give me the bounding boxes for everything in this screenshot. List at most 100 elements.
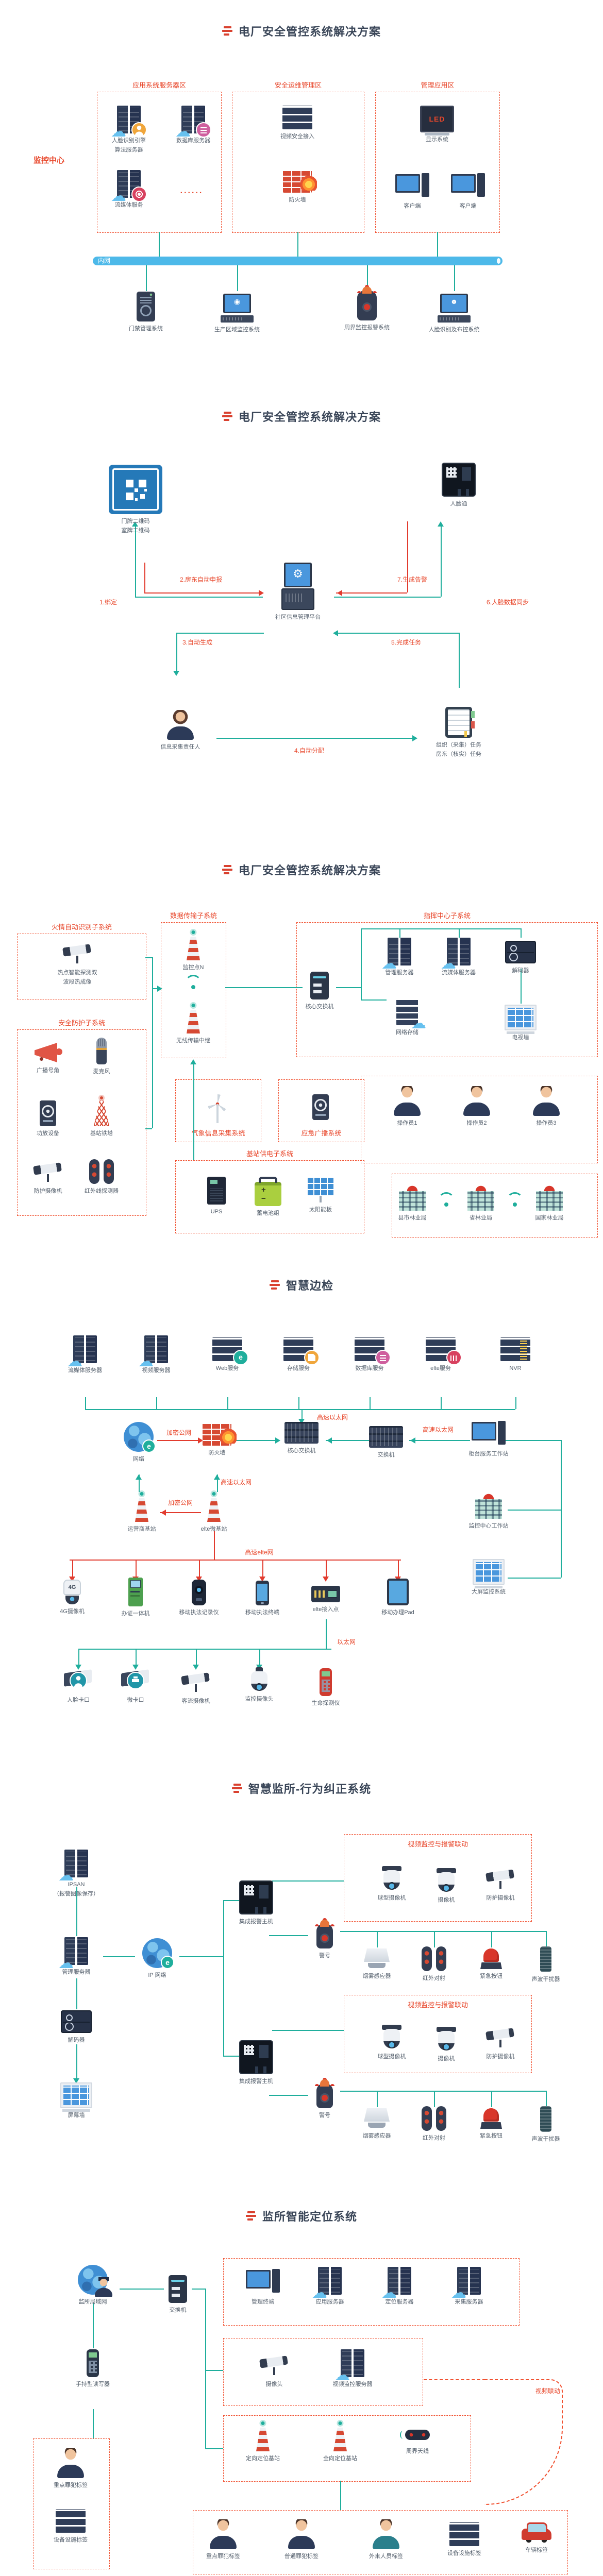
handheld-icon [87, 2349, 99, 2377]
siren-icon [316, 2083, 333, 2108]
device-node: 显示系统 [406, 106, 468, 145]
device-label: 显示系统 [426, 137, 448, 143]
device-label: 客户端 [459, 203, 477, 209]
connector-line [85, 1397, 86, 1409]
connector-line [192, 2289, 205, 2290]
zone-label: 视频监控与报警联动 [407, 1840, 468, 1848]
device-node: 生命探测仪 [295, 1668, 357, 1708]
device-node: 摄像机 [415, 1868, 477, 1905]
infra-icon [422, 1946, 446, 1971]
annotation-label: 以太网 [337, 1638, 356, 1646]
zone-box [193, 2510, 568, 2574]
device-node: 网络存储 [376, 998, 438, 1038]
device-node: 防护摄像机 [470, 2026, 531, 2062]
device-label: 基站铁塔 [90, 1130, 113, 1137]
batt-icon [255, 1182, 281, 1206]
device-node: 手持型读写器 [62, 2349, 124, 2389]
device-label: 客流摄像机 [181, 1698, 210, 1704]
device-node: 客流摄像机 [165, 1670, 227, 1706]
srvc-icon [111, 106, 147, 140]
device-node: 视频服务器 [125, 1335, 187, 1376]
connector-line [237, 265, 238, 291]
annotation-label: 高速以太网 [220, 1479, 252, 1486]
turb-icon [204, 1093, 231, 1123]
device-node: 流媒体服务 [98, 170, 160, 210]
device-node: 定位服务器 [368, 2267, 430, 2307]
device-node: 集成报警主机 [225, 2040, 287, 2087]
connector-line [377, 1931, 378, 1947]
device-label: 防火墙 [289, 197, 306, 203]
device-node: 周界监控报警系统 [336, 291, 398, 333]
swr-icon [284, 1422, 319, 1444]
connector-line [361, 999, 387, 1001]
device-node: 麦克风 [71, 1038, 132, 1077]
e-badge-icon [233, 1350, 248, 1365]
device-node: 周界天线 [387, 2426, 448, 2456]
device-label: 微卡口 [127, 1697, 144, 1703]
accr-icon [137, 292, 155, 321]
connector-line [340, 2091, 546, 2092]
device-label: 生命探测仪 [311, 1700, 340, 1706]
device-label: 大屏监控系统 [472, 1589, 506, 1595]
device-node: NVR [484, 1337, 546, 1374]
bullet-icon [485, 2026, 516, 2049]
bldg-icon [474, 1491, 503, 1519]
dome-icon [437, 2027, 456, 2052]
connector-line [146, 265, 147, 291]
zone-box [392, 1174, 598, 1238]
kiosk-icon [128, 1578, 143, 1606]
annotation-label: 加密公网 [166, 1429, 192, 1436]
connector-line [135, 523, 136, 598]
srvc-icon [58, 1850, 88, 1884]
device-label: 人脸通 [450, 501, 467, 507]
device-label: 监控点N [182, 964, 204, 971]
sonic-icon [540, 1946, 551, 1972]
nas-icon [396, 998, 426, 1031]
device-node: 社区信息管理平台 [267, 563, 329, 622]
plat-icon [281, 563, 314, 610]
connector-line [459, 928, 460, 938]
connector-line [70, 1560, 401, 1561]
connector-line [326, 1560, 327, 1578]
connector-line [298, 1397, 299, 1409]
device-node: 生产区域监控系统 [206, 294, 268, 335]
device-label: 广播号角 [37, 1067, 59, 1074]
device-node: 流媒体服务器 [54, 1335, 116, 1376]
sig-badge-icon [446, 1350, 462, 1365]
connector-line [196, 1649, 197, 1666]
annotation-label: 3.自动生成 [182, 639, 213, 646]
device-label: 社区信息管理平台 [275, 614, 321, 620]
clip2-icon [445, 707, 475, 738]
connector-line [72, 1560, 73, 1578]
device-node: 省林业局 [450, 1183, 512, 1223]
e-glyph-icon [161, 1956, 174, 1969]
device-node: 球型摄像机 [361, 2025, 423, 2062]
device-node: 数据库服务 [339, 1337, 400, 1374]
device-node: 屏幕墙 [45, 2082, 107, 2121]
faceterm-icon [442, 463, 476, 497]
device-label: 全向定位基站 [323, 2455, 357, 2462]
rack-icon [449, 2522, 479, 2546]
srvc-icon [334, 2349, 364, 2383]
device-node: 客户端 [437, 173, 499, 211]
bullet-icon [485, 1867, 516, 1891]
title-decoration-icon [245, 2211, 256, 2221]
device-label: 操作员1 [397, 1120, 417, 1126]
rack-icon [426, 1337, 462, 1365]
infra-icon [422, 2106, 446, 2131]
rack-icon [212, 1337, 248, 1365]
btn-icon [479, 1948, 503, 1969]
device-label: 防护摄像机 [486, 2054, 515, 2060]
connector-line [546, 2091, 547, 2107]
title-decoration-icon [222, 26, 232, 36]
zone-label: 指挥中心子系统 [423, 912, 471, 920]
device-node: 人脸卡口 [47, 1668, 109, 1705]
device-label: 管理终端 [252, 2299, 274, 2305]
connector-line [407, 521, 408, 592]
device-node: 紧急按钮 [460, 2108, 522, 2141]
connector-line [85, 1409, 515, 1410]
device-node: 全向定位基站 [309, 2421, 371, 2464]
zone-label: 数据传输子系统 [170, 912, 217, 920]
board-icon [121, 1668, 150, 1693]
solar-icon [307, 1177, 334, 1202]
